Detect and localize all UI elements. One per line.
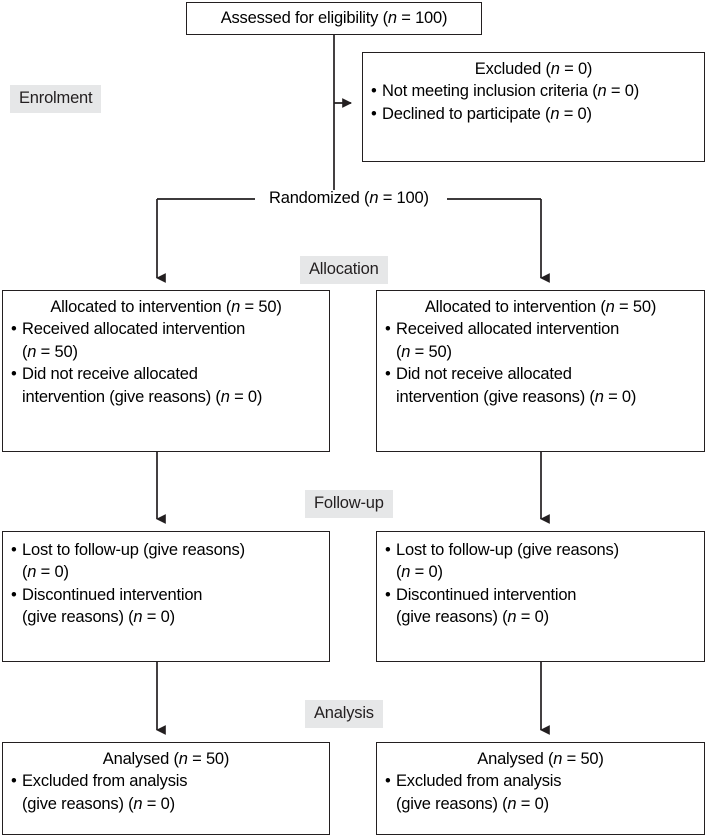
list-item: Received allocated intervention (n = 50) (385, 318, 696, 363)
stage-label-followup: Follow-up (305, 490, 393, 518)
followup-right-item1-line1: Lost to follow-up (give reasons) (396, 541, 619, 559)
list-item: Not meeting inclusion criteria (n = 0) (371, 80, 696, 103)
list-item: Discontinued intervention (give reasons)… (11, 584, 321, 629)
analysis-right-item1-line2: (give reasons) (n = 0) (396, 794, 549, 813)
stage-label-enrolment: Enrolment (10, 85, 102, 113)
allocation-left-title: Allocated to intervention (n = 50) (50, 298, 282, 316)
list-item: Discontinued intervention (give reasons)… (385, 584, 696, 629)
list-item: Lost to follow-up (give reasons) (n = 0) (11, 539, 321, 584)
stage-label-analysis: Analysis (305, 700, 383, 728)
allocation-left-item1-line1: Received allocated intervention (22, 320, 246, 339)
analysis-left-title: Analysed (n = 50) (102, 750, 230, 768)
node-analysis-left: Analysed (n = 50) Excluded from analysis… (2, 742, 330, 835)
list-item: Excluded from analysis (give reasons) (n… (11, 770, 321, 815)
followup-right-item2-line1: Discontinued intervention (396, 585, 577, 604)
followup-left-item1-line2: (n = 0) (22, 563, 69, 582)
followup-right-item1-line2: (n = 0) (396, 563, 443, 582)
analysis-left-item1-line2: (give reasons) (n = 0) (22, 794, 175, 813)
followup-left-item2-line2: (give reasons) (n = 0) (22, 608, 175, 627)
excluded-item-2: Declined to participate (n = 0) (382, 104, 592, 123)
analysis-right-title: Analysed (n = 50) (477, 750, 604, 768)
allocation-left-item2-line1: Did not receive allocated (22, 365, 198, 384)
node-followup-left: Lost to follow-up (give reasons) (n = 0)… (2, 531, 330, 662)
excluded-item-1: Not meeting inclusion criteria (n = 0) (382, 82, 639, 101)
analysis-left-list: Excluded from analysis (give reasons) (n… (11, 770, 321, 815)
node-followup-right: Lost to follow-up (give reasons) (n = 0)… (376, 531, 705, 662)
allocation-left-item1-line2: (n = 50) (22, 342, 78, 361)
followup-right-list: Lost to follow-up (give reasons) (n = 0)… (385, 539, 696, 629)
followup-left-list: Lost to follow-up (give reasons) (n = 0)… (11, 539, 321, 629)
list-item: Declined to participate (n = 0) (371, 103, 696, 126)
node-allocation-right: Allocated to intervention (n = 50) Recei… (376, 290, 705, 452)
assessed-text: Assessed for eligibility (n = 100) (220, 9, 448, 27)
excluded-title: Excluded (n = 0) (474, 60, 593, 78)
list-item: Received allocated intervention (n = 50) (11, 318, 321, 363)
allocation-right-item2-line1: Did not receive allocated (396, 365, 572, 384)
list-item: Lost to follow-up (give reasons) (n = 0) (385, 539, 696, 584)
allocation-left-list: Received allocated intervention (n = 50)… (11, 318, 321, 408)
stage-label-allocation: Allocation (300, 256, 388, 284)
allocation-right-title: Allocated to intervention (n = 50) (424, 298, 657, 316)
allocation-right-item1-line1: Received allocated intervention (396, 320, 620, 339)
allocation-right-item2-line2: intervention (give reasons) (n = 0) (396, 387, 637, 406)
randomized-label: Randomized (n = 100) (262, 190, 436, 207)
list-item: Excluded from analysis (give reasons) (n… (385, 770, 696, 815)
node-excluded: Excluded (n = 0) Not meeting inclusion c… (362, 52, 705, 162)
list-item: Did not receive allocated intervention (… (11, 363, 321, 408)
list-item: Did not receive allocated intervention (… (385, 363, 696, 408)
node-assessed-for-eligibility: Assessed for eligibility (n = 100) (186, 2, 482, 35)
analysis-left-item1-line1: Excluded from analysis (22, 772, 188, 791)
allocation-left-item2-line2: intervention (give reasons) (n = 0) (22, 387, 263, 406)
node-analysis-right: Analysed (n = 50) Excluded from analysis… (376, 742, 705, 835)
followup-left-item2-line1: Discontinued intervention (22, 585, 203, 604)
excluded-list: Not meeting inclusion criteria (n = 0) D… (371, 80, 696, 125)
analysis-right-list: Excluded from analysis (give reasons) (n… (385, 770, 696, 815)
followup-left-item1-line1: Lost to follow-up (give reasons) (22, 541, 245, 559)
node-allocation-left: Allocated to intervention (n = 50) Recei… (2, 290, 330, 452)
followup-right-item2-line2: (give reasons) (n = 0) (396, 608, 549, 627)
allocation-right-item1-line2: (n = 50) (396, 342, 452, 361)
analysis-right-item1-line1: Excluded from analysis (396, 772, 562, 791)
allocation-right-list: Received allocated intervention (n = 50)… (385, 318, 696, 408)
